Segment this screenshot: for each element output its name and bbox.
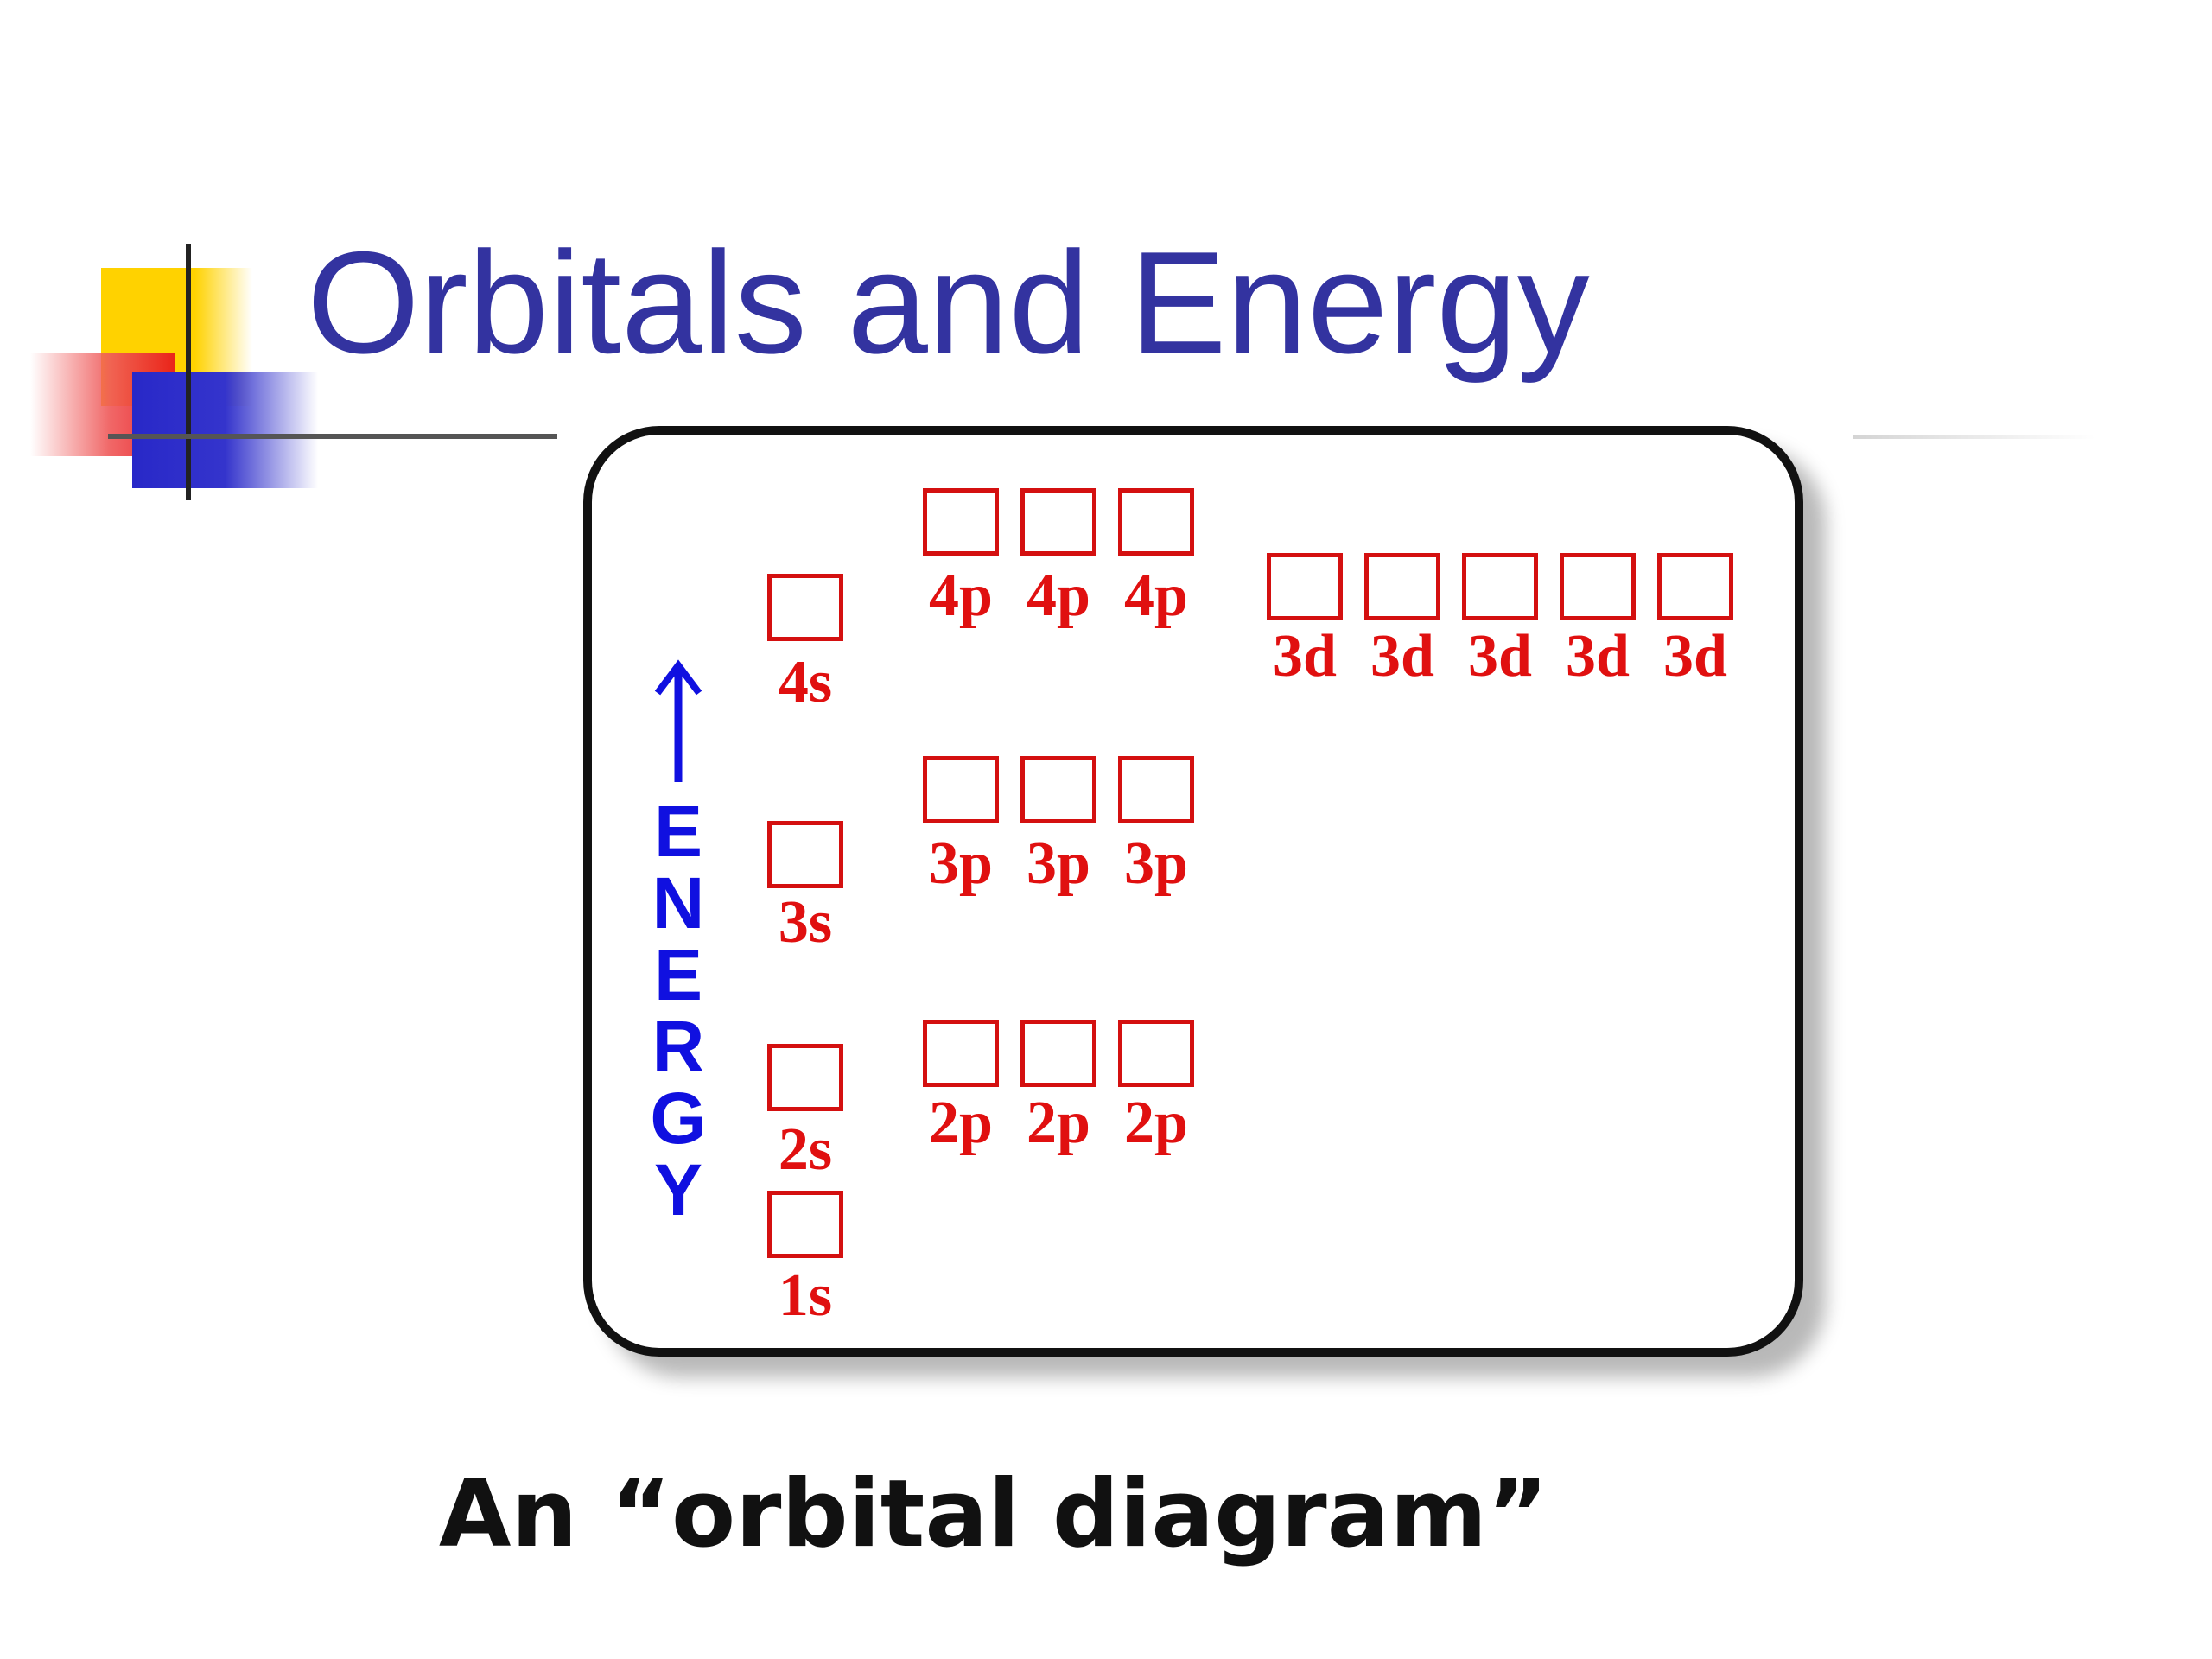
up-arrow-icon	[654, 659, 702, 782]
orbital-label: 4p	[929, 563, 993, 629]
orbital-label: 2p	[929, 1090, 993, 1156]
orbital-label: 3p	[929, 830, 993, 897]
orbital-label: 3d	[1663, 623, 1727, 690]
orbital-label: 3p	[1124, 830, 1188, 897]
orbital-box	[767, 574, 843, 641]
orbital-box	[767, 821, 843, 888]
energy-axis-letter: Y	[653, 1149, 703, 1230]
orbital-box	[1267, 553, 1343, 620]
decor-blue-square	[132, 372, 318, 488]
decor-horizontal-line-right	[1853, 435, 2095, 439]
orbital-box	[1118, 488, 1194, 556]
decor-vertical-line	[186, 244, 191, 500]
orbital-label: 3d	[1273, 623, 1337, 690]
orbital-label: 1s	[778, 1262, 833, 1329]
orbital-box	[1657, 553, 1733, 620]
energy-axis-letter: E	[653, 791, 703, 872]
orbital-box	[1020, 488, 1096, 556]
orbital-box	[1560, 553, 1636, 620]
orbital-label: 3s	[778, 889, 833, 956]
orbital-box	[1364, 553, 1440, 620]
orbital-label: 4s	[778, 649, 833, 715]
orbital-box	[767, 1191, 843, 1258]
orbital-box	[767, 1044, 843, 1111]
slide-caption: An “orbital diagram”	[438, 1460, 1549, 1568]
energy-axis-letter: E	[653, 934, 703, 1015]
orbital-label: 2p	[1027, 1090, 1090, 1156]
orbital-label: 3d	[1468, 623, 1532, 690]
orbital-label: 3d	[1566, 623, 1630, 690]
decor-horizontal-line	[108, 434, 557, 439]
orbital-box	[1020, 1020, 1096, 1087]
orbital-box	[1462, 553, 1538, 620]
orbital-label: 4p	[1124, 563, 1188, 629]
orbital-label: 2s	[778, 1116, 833, 1183]
orbital-box	[1118, 1020, 1194, 1087]
energy-axis-letter: R	[652, 1006, 705, 1087]
orbital-label: 2p	[1124, 1090, 1188, 1156]
orbital-label: 4p	[1027, 563, 1090, 629]
orbital-label: 3d	[1370, 623, 1434, 690]
orbital-box	[1020, 756, 1096, 823]
slide-title: Orbitals and Energy	[307, 221, 1590, 384]
orbital-label: 3p	[1027, 830, 1090, 897]
energy-axis-letter: N	[652, 862, 705, 944]
orbital-box	[923, 1020, 999, 1087]
energy-axis-letter: G	[650, 1077, 707, 1159]
orbital-box	[923, 756, 999, 823]
orbital-box	[1118, 756, 1194, 823]
orbital-box	[923, 488, 999, 556]
